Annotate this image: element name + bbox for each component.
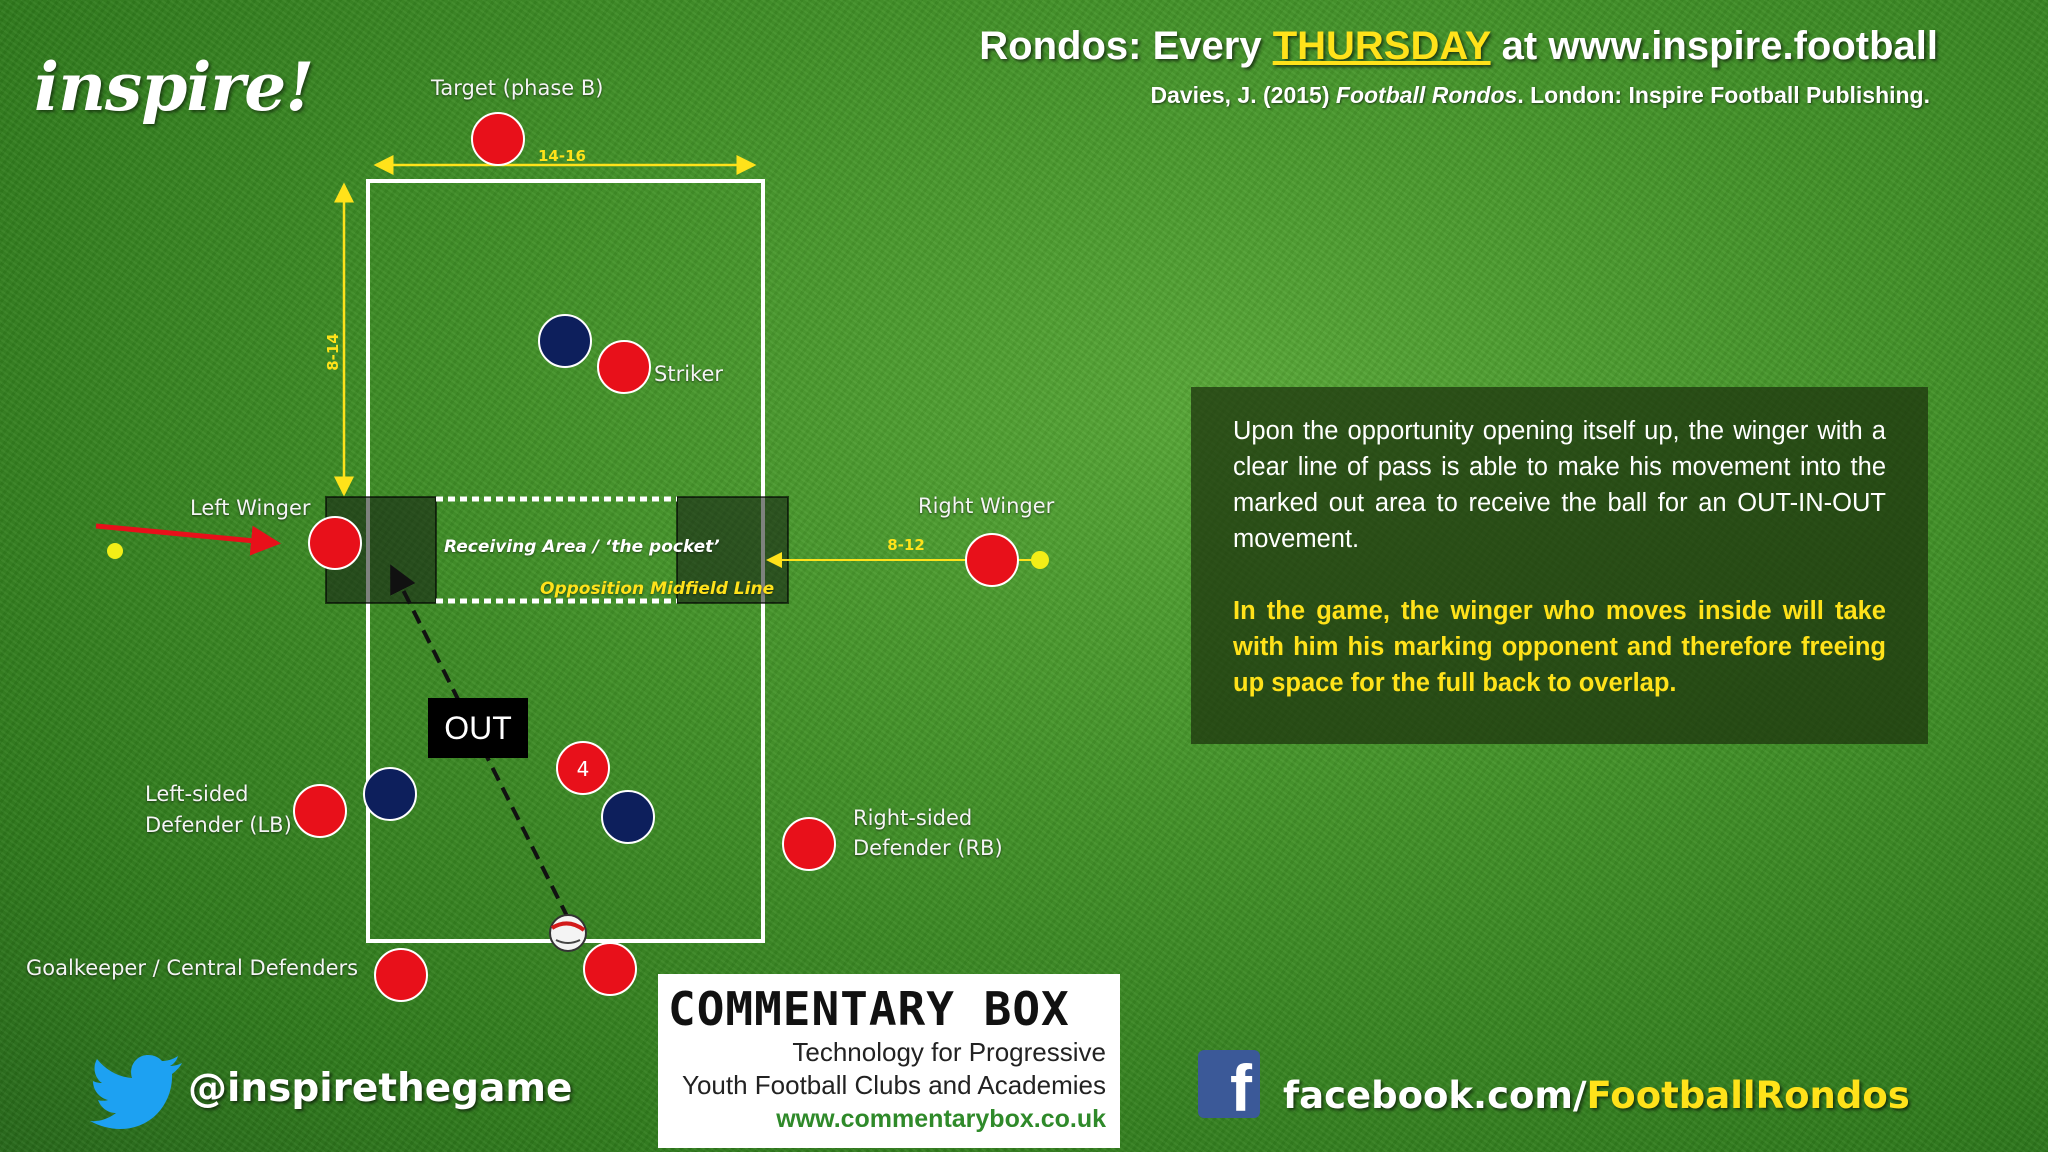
player-number-4 xyxy=(556,741,610,795)
player-left-winger xyxy=(308,516,362,570)
label-goalkeeper: Goalkeeper / Central Defenders xyxy=(26,956,359,980)
info-panel: Upon the opportunity opening itself up, … xyxy=(1191,387,1928,744)
label-target: Target (phase B) xyxy=(431,76,604,100)
sponsor-tagline-1: Technology for Progressive xyxy=(792,1037,1106,1067)
sponsor-name: COMMENTARY BOX xyxy=(668,982,1070,1036)
receiving-area-label: Receiving Area / ‘the pocket’ xyxy=(444,537,720,557)
title-highlight: THURSDAY xyxy=(1272,24,1491,68)
label-left-defender-line2: Defender (LB) xyxy=(145,813,292,837)
player-left-defender xyxy=(293,784,347,838)
cone-right xyxy=(1031,551,1049,569)
citation-prefix: Davies, J. (2015) xyxy=(1150,82,1336,108)
player-goalkeeper xyxy=(374,948,428,1002)
opponent-left xyxy=(363,767,417,821)
sponsor-url[interactable]: www.commentarybox.co.uk xyxy=(776,1105,1106,1133)
winger-run-arrow xyxy=(95,523,281,556)
label-left-winger: Left Winger xyxy=(190,496,311,520)
citation-suffix: . London: Inspire Football Publishing. xyxy=(1517,82,1930,108)
inspire-logo: inspire! xyxy=(34,48,314,126)
info-paragraph-2: In the game, the winger who moves inside… xyxy=(1233,597,1886,697)
citation-book: Football Rondos xyxy=(1335,82,1518,108)
player-right-defender xyxy=(782,817,836,871)
label-striker: Striker xyxy=(654,362,723,386)
info-paragraph-1: Upon the opportunity opening itself up, … xyxy=(1233,417,1886,553)
sponsor-box[interactable]: COMMENTARY BOX Technology for Progressiv… xyxy=(658,974,1120,1148)
player-target xyxy=(471,112,525,166)
out-label: OUT xyxy=(428,698,528,758)
twitter-bird-icon xyxy=(90,1055,182,1129)
title-suffix: at www.inspire.football xyxy=(1490,24,1938,68)
dimension-depth-label: 8-14 xyxy=(324,333,342,371)
facebook-page: FootballRondos xyxy=(1586,1074,1910,1117)
page-title: Rondos: Every THURSDAY at www.inspire.fo… xyxy=(979,24,1938,69)
facebook-prefix: facebook.com/ xyxy=(1283,1074,1587,1117)
player-central-defender xyxy=(583,942,637,996)
facebook-link[interactable]: facebook.com/FootballRondos xyxy=(1283,1074,1910,1117)
player-number-label: 4 xyxy=(577,757,590,781)
citation: Davies, J. (2015) Football Rondos. Londo… xyxy=(1150,82,1930,109)
dimension-winger-label: 8-12 xyxy=(887,536,925,554)
opponent-midfield xyxy=(601,790,655,844)
midfield-line-label: Opposition Midfield Line xyxy=(540,579,775,599)
dimension-width-label: 14-16 xyxy=(538,147,586,165)
label-right-defender-line2: Defender (RB) xyxy=(853,836,1003,860)
facebook-icon[interactable]: f xyxy=(1198,1050,1260,1118)
label-right-winger: Right Winger xyxy=(918,494,1055,518)
player-striker xyxy=(597,340,651,394)
ball-icon xyxy=(549,914,587,952)
label-left-defender-line1: Left-sided xyxy=(145,782,249,806)
sponsor-tagline-2: Youth Football Clubs and Academies xyxy=(682,1070,1106,1100)
title-prefix: Rondos: Every xyxy=(979,24,1273,68)
label-right-defender-line1: Right-sided xyxy=(853,806,973,830)
player-right-winger xyxy=(965,533,1019,587)
cone-left xyxy=(107,543,123,559)
player-striker-marker xyxy=(538,314,592,368)
receiving-zone-right xyxy=(676,496,789,604)
twitter-handle[interactable]: @inspirethegame xyxy=(188,1066,573,1111)
